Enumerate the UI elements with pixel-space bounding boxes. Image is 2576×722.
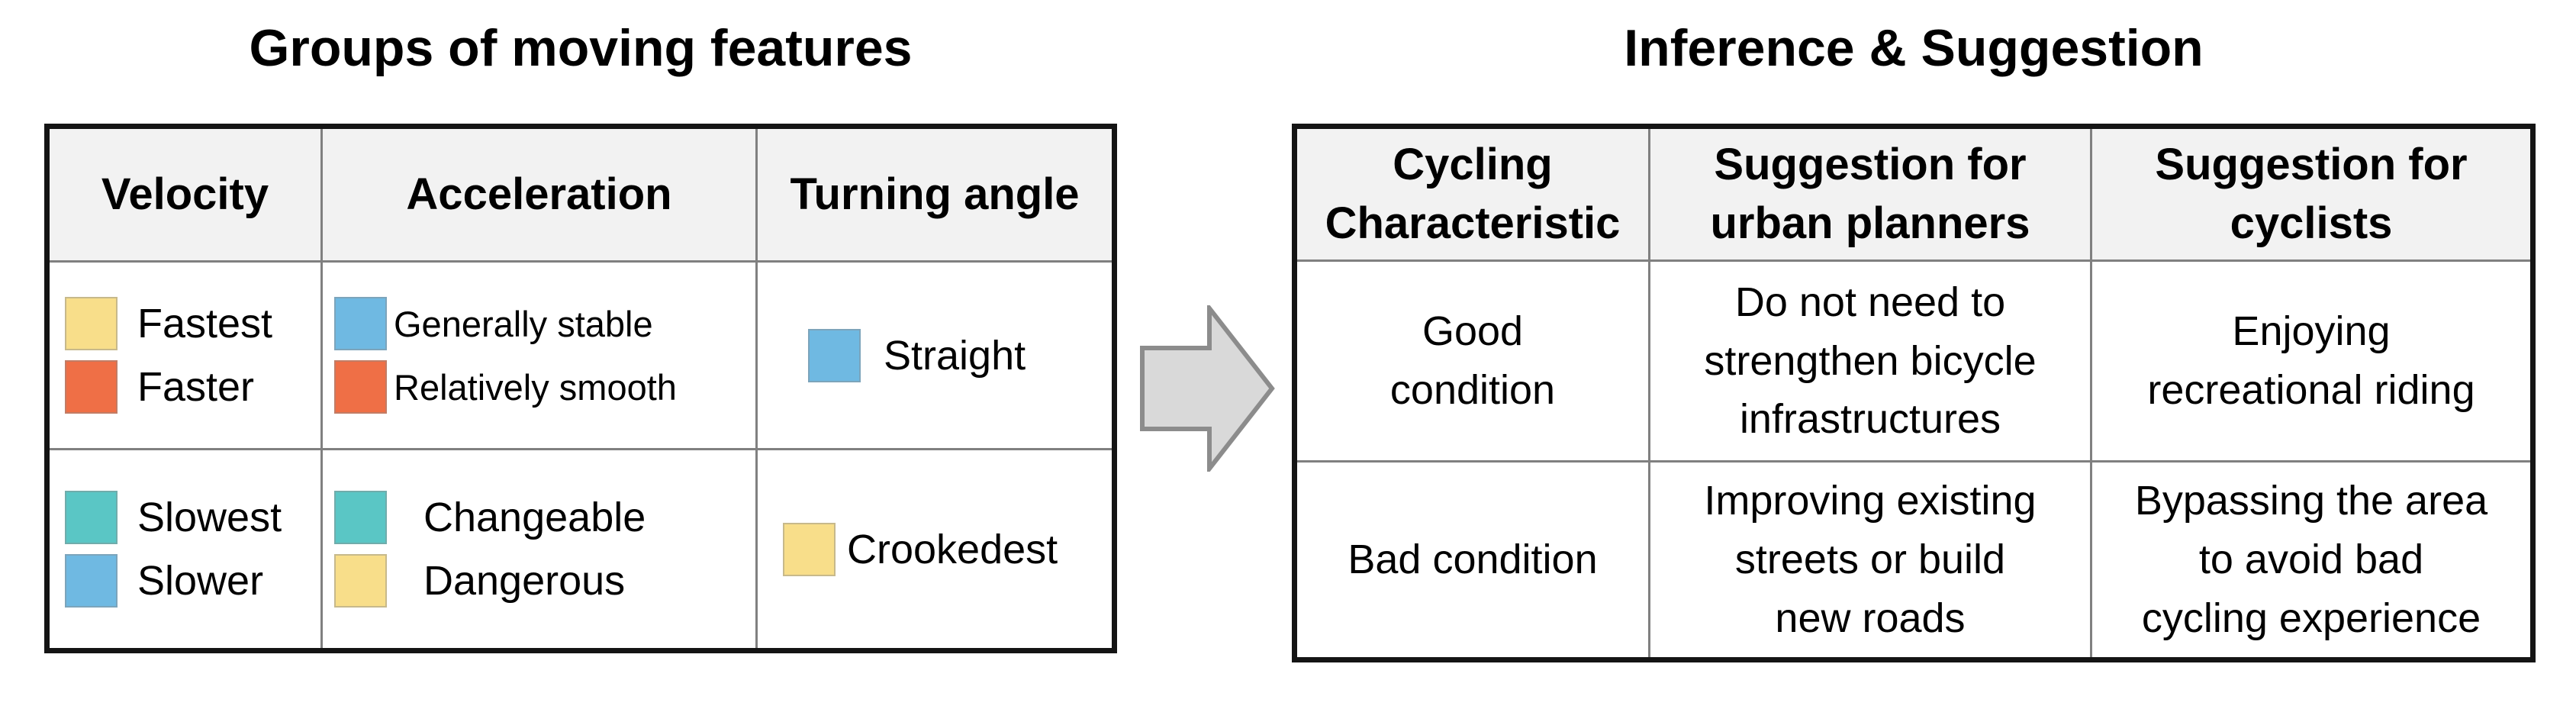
legend-label-slower: Slower (137, 558, 264, 604)
relatively-smooth-color-swatch (334, 360, 387, 414)
bad-condition-cyclist-suggestion-cell: Bypassing the area to avoid bad cycling … (2134, 478, 2488, 641)
legend-item-crookedest: Crookedest (783, 522, 1112, 576)
legend-item-relatively-smooth: Relatively smooth (334, 360, 755, 414)
right-panel-title: Inference & Suggestion (1624, 19, 2204, 77)
legend-label-generally-stable: Generally stable (394, 303, 653, 344)
column-header-acceleration: Acceleration (323, 129, 758, 263)
velocity-fast-group-cell: Fastest Faster (50, 263, 323, 450)
slower-color-swatch (65, 554, 118, 608)
crookedest-color-swatch (783, 522, 836, 576)
legend-label-straight: Straight (884, 332, 1026, 379)
column-header-velocity: Velocity (50, 129, 323, 263)
good-condition-cell: Good condition (1297, 262, 1650, 463)
legend-label-dangerous: Dangerous (423, 558, 626, 604)
right-arrow-icon (1140, 301, 1275, 475)
legend-label-slowest: Slowest (137, 495, 282, 540)
legend-item-changeable: Changeable (334, 491, 755, 544)
legend-item-generally-stable: Generally stable (334, 297, 755, 350)
left-panel-title: Groups of moving features (249, 19, 913, 77)
column-header-suggestion-cyclists: Suggestion for cyclists (2092, 129, 2530, 262)
turning-crooked-group-cell: Crookedest (758, 450, 1112, 648)
dangerous-color-swatch (334, 554, 387, 608)
good-condition-cyclist-suggestion-cell: Enjoying recreational riding (2092, 262, 2530, 463)
legend-item-slower: Slower (65, 554, 320, 608)
moving-features-table: Velocity Acceleration Turning angle Fast… (44, 124, 1117, 653)
inference-suggestion-table: Cycling Characteristic Suggestion for ur… (1292, 124, 2536, 662)
bad-condition-cell: Bad condition (1297, 463, 1650, 657)
legend-label-fastest: Fastest (137, 301, 273, 346)
velocity-slow-group-cell: Slowest Slower (50, 450, 323, 648)
legend-item-straight: Straight (808, 328, 1112, 382)
fastest-color-swatch (65, 297, 118, 350)
legend-label-relatively-smooth: Relatively smooth (394, 366, 677, 408)
legend-item-slowest: Slowest (65, 491, 320, 544)
legend-item-dangerous: Dangerous (334, 554, 755, 608)
acceleration-stable-group-cell: Generally stable Relatively smooth (323, 263, 758, 450)
column-header-cycling-characteristic: Cycling Characteristic (1297, 129, 1650, 262)
column-header-turning-angle: Turning angle (758, 129, 1112, 263)
changeable-color-swatch (334, 491, 387, 544)
bad-condition-planner-suggestion-cell: Improving existing streets or build new … (1650, 463, 2092, 657)
legend-label-changeable: Changeable (423, 495, 646, 540)
straight-color-swatch (808, 328, 861, 382)
acceleration-changeable-group-cell: Changeable Dangerous (323, 450, 758, 648)
legend-item-fastest: Fastest (65, 297, 320, 350)
legend-item-faster: Faster (65, 360, 320, 414)
legend-label-faster: Faster (137, 364, 255, 410)
slowest-color-swatch (65, 491, 118, 544)
right-arrow-shape (1140, 301, 1275, 475)
flow-arrow (1139, 301, 1275, 475)
column-header-suggestion-urban-planners: Suggestion for urban planners (1650, 129, 2092, 262)
faster-color-swatch (65, 360, 118, 414)
legend-label-crookedest: Crookedest (847, 526, 1058, 572)
generally-stable-color-swatch (334, 297, 387, 350)
good-condition-planner-suggestion-cell: Do not need to strengthen bicycle infras… (1650, 262, 2092, 463)
turning-straight-group-cell: Straight (758, 263, 1112, 450)
